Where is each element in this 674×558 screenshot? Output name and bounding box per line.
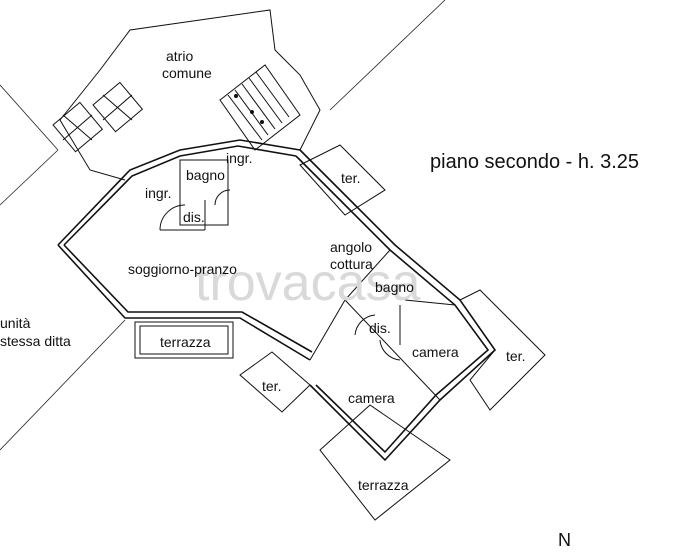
atrio-label-line2: comune <box>162 65 212 81</box>
ter-top-label: ter. <box>341 170 360 186</box>
bagno-top-label: bagno <box>186 167 225 183</box>
site-lines <box>0 0 446 451</box>
bagno-mid-label: bagno <box>375 279 414 295</box>
stairs <box>219 64 301 151</box>
door-swings <box>159 189 401 361</box>
room-labels: atrio comune ingr. bagno ingr. dis. sogg… <box>128 48 525 493</box>
terraces <box>134 144 546 521</box>
camera-right-label: camera <box>412 344 459 360</box>
camera-bottom-label: camera <box>348 390 395 406</box>
neighbor-label-line2: stessa ditta <box>0 333 71 349</box>
ter-bottom-label: ter. <box>262 378 281 394</box>
atrio-label-line1: atrio <box>166 48 193 64</box>
watermark: trovacasa <box>195 254 421 312</box>
terrazza-left-label: terrazza <box>160 334 211 350</box>
ingr-left-label: ingr. <box>145 185 171 201</box>
plan-title: piano secondo - h. 3.25 <box>430 151 639 173</box>
north-label: N <box>558 530 571 550</box>
dis-mid-label: dis. <box>369 320 391 336</box>
ingr-top-label: ingr. <box>226 150 252 166</box>
terrazza-bottom-label: terrazza <box>358 477 409 493</box>
ter-right-label: ter. <box>506 348 525 364</box>
angolo-label-line1: angolo <box>330 239 372 255</box>
atrio-comune-area <box>52 9 321 181</box>
angolo-label-line2: cottura <box>330 256 373 272</box>
soggiorno-label: soggiorno-pranzo <box>128 261 237 277</box>
dis-top-label: dis. <box>183 209 205 225</box>
neighbor-label-line1: unità <box>0 315 31 331</box>
